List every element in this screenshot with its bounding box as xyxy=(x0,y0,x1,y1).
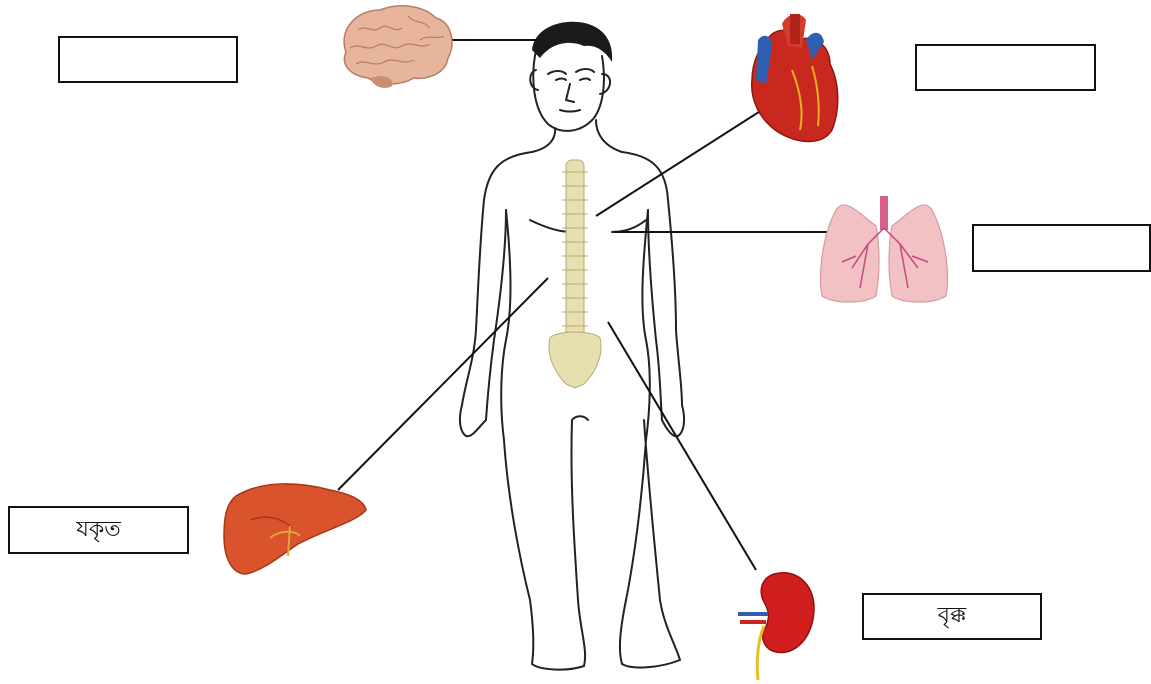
liver-illustration xyxy=(224,484,366,574)
heart-illustration xyxy=(752,14,838,142)
liver-label: যকৃত xyxy=(76,512,121,549)
spine-illustration xyxy=(549,160,601,388)
lungs-illustration xyxy=(821,196,948,302)
kidney-illustration xyxy=(738,573,814,680)
brain-illustration xyxy=(344,6,452,88)
kidney-label: বৃক্ক xyxy=(938,598,966,635)
hair xyxy=(532,22,612,62)
liver-label-box[interactable]: যকৃত xyxy=(8,506,189,554)
kidney-label-box[interactable]: বৃক্ক xyxy=(862,593,1042,640)
lungs-label-box[interactable] xyxy=(972,224,1151,272)
brain-label-box[interactable] xyxy=(58,36,238,83)
heart-label-box[interactable] xyxy=(915,44,1096,91)
